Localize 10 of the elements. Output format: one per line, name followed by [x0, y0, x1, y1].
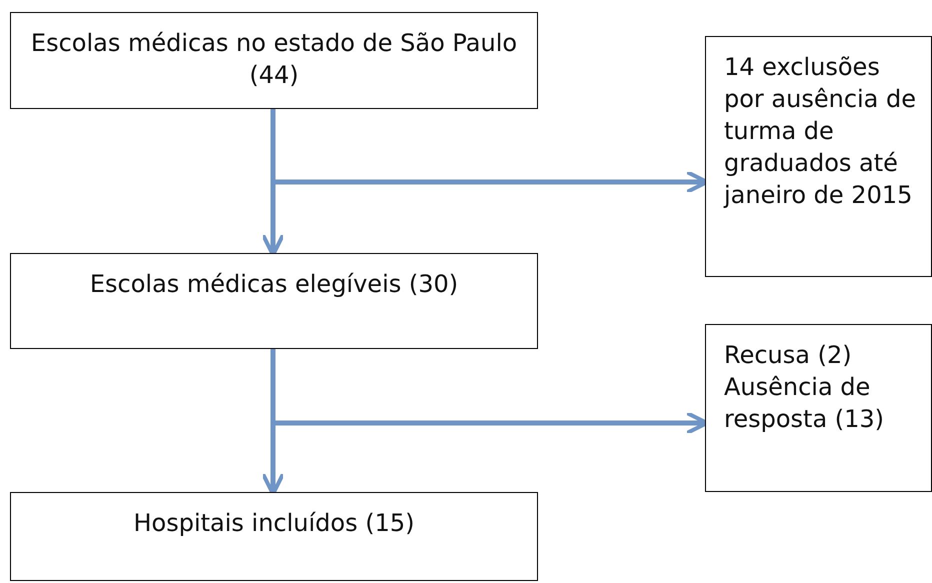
box-text: Hospitais incluídos (15) [132, 508, 416, 539]
box-text: 14 exclusões por ausência de turma de graduados até janeiro de 2015 [724, 52, 918, 211]
box-text: Escolas médicas elegíveis (30) [88, 269, 460, 300]
process-box [705, 324, 932, 492]
process-box [10, 253, 538, 349]
process-box [10, 12, 538, 109]
process-box [10, 492, 538, 581]
box-text: Escolas médicas no estado de São Paulo (44) [30, 28, 518, 91]
process-box [705, 36, 932, 277]
box-text: Recusa (2) Ausência de resposta (13) [724, 340, 886, 435]
